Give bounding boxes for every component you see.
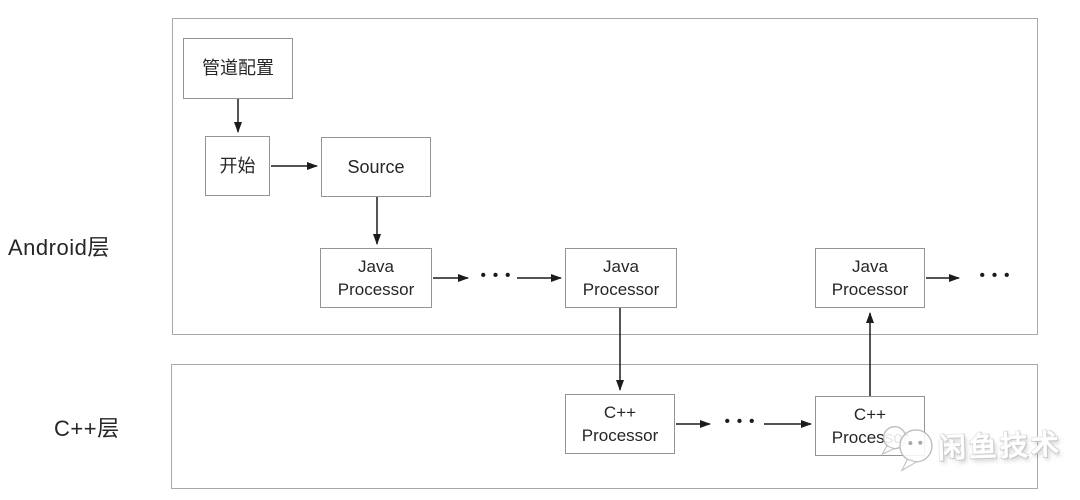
node-source: Source [321,137,431,197]
java-processor-label-line2: Processor [831,280,909,299]
android-layer-label: Android层 [8,235,110,260]
node-java-processor-2: Java Processor [565,248,677,308]
node-pipeline-config-label: 管道配置 [202,58,274,78]
cpp-processor-label-line2: Processor [581,426,659,445]
java-processor-label-line1: Java [852,257,888,276]
node-java-processor-1: Java Processor [320,248,432,308]
java-processor-label-line1: Java [358,257,394,276]
watermark: 闲鱼技术 [879,415,1063,477]
java-processor-label-line2: Processor [337,280,415,299]
cpp-processor-label-line1: C++ [853,405,887,424]
java-processor-label-line1: Java [603,257,639,276]
watermark-text: 闲鱼技术 [937,428,1063,465]
cpp-layer-label: C++层 [54,416,120,441]
node-start: 开始 [205,136,270,196]
cpp-processor-label-line1: C++ [603,403,637,422]
ellipsis-java-chain-end: ••• [979,267,1017,284]
ellipsis-cpp-chain: ••• [724,413,762,430]
ellipsis-java-chain: ••• [480,267,518,284]
node-java-processor-3: Java Processor [815,248,925,308]
node-pipeline-config: 管道配置 [183,38,293,99]
node-cpp-processor-1: C++ Processor [565,394,675,454]
node-source-label: Source [347,156,405,177]
java-processor-label-line2: Processor [582,280,660,299]
chat-bubbles-icon [881,425,933,472]
node-start-label: 开始 [219,155,256,176]
